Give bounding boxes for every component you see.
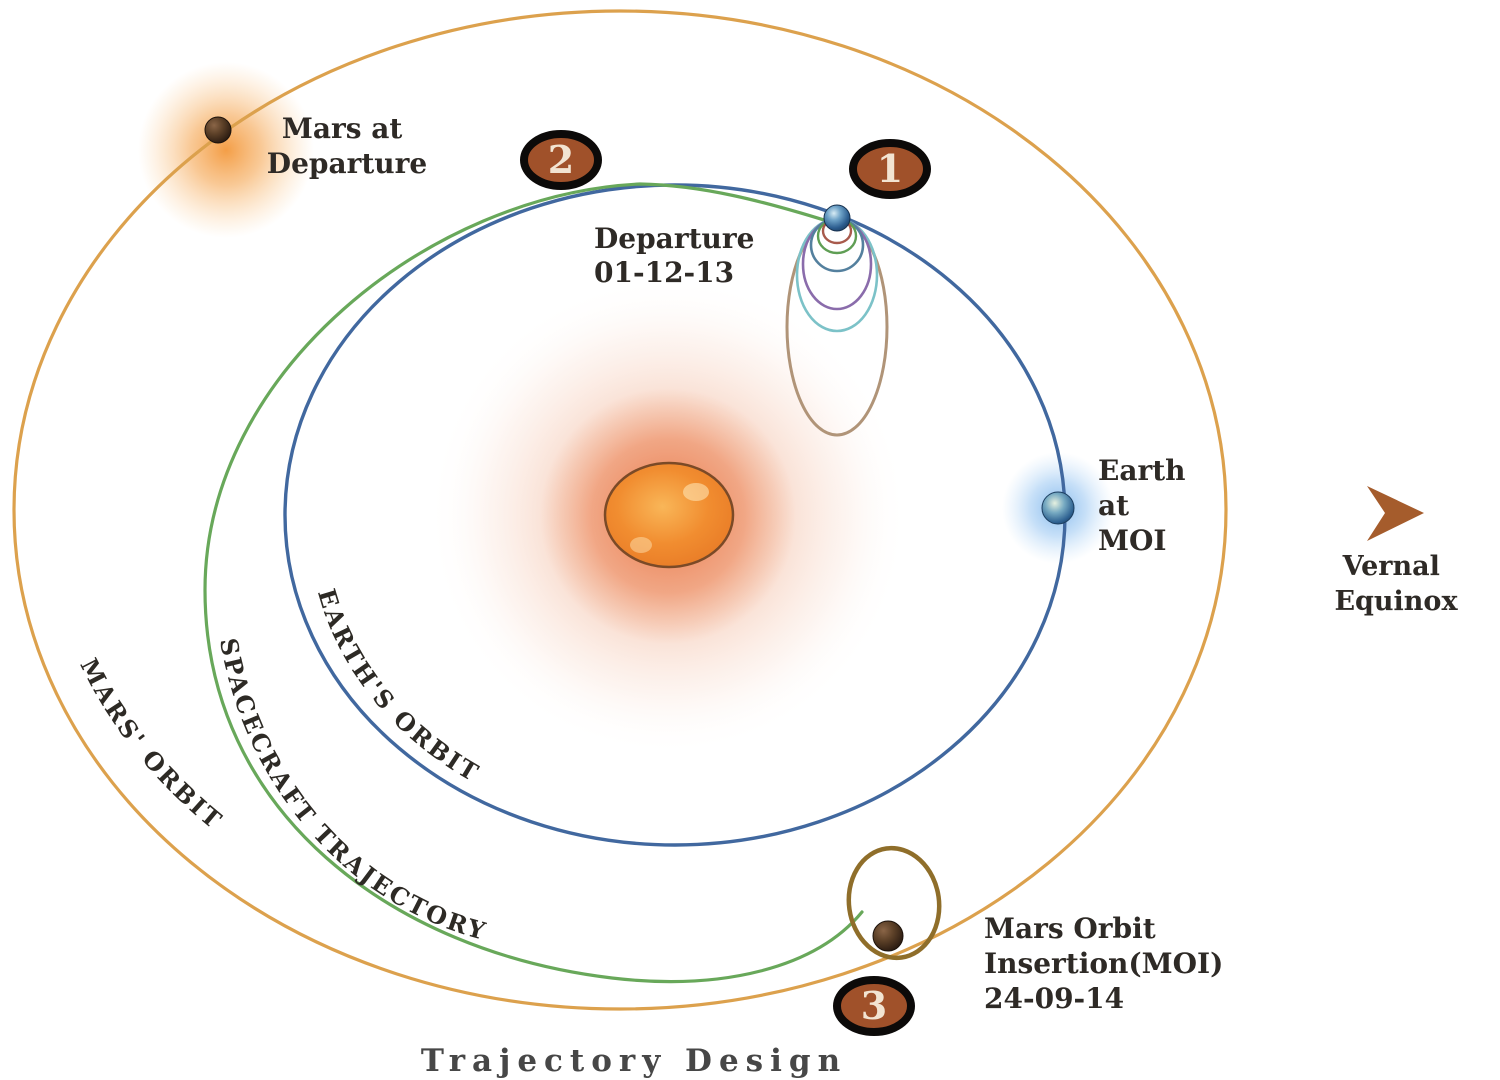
earth-at-moi-label-line1: Earth (1098, 454, 1186, 487)
phase-marker-1-badge (849, 139, 931, 199)
sun-body (603, 461, 735, 569)
mars-orbit-path (12, 9, 1228, 1011)
mars-departure-glow (138, 62, 314, 238)
phase-marker-2: 2 (520, 130, 602, 190)
mars-at-moi-dot (872, 920, 904, 952)
phase-marker-1: 1 (849, 139, 931, 199)
earth-at-departure-dot (823, 204, 851, 232)
vernal-equinox-label-line2: Equinox (1334, 586, 1458, 617)
earth-at-moi-label-line2: at (1098, 489, 1129, 522)
spacecraft-trajectory-curved-label-text: SPACECRAFT TRAJECTORY (214, 636, 488, 946)
mars-at-departure-label: Mars at Departure (267, 112, 427, 180)
mars-at-departure-dot (204, 116, 232, 144)
departure-date-label-line1: Departure (594, 222, 754, 255)
sun-highlight-top (683, 483, 709, 501)
vernal-equinox-arrow-icon (1367, 486, 1424, 541)
earth-at-moi-label: Earth at MOI (1098, 454, 1195, 557)
mars-insertion-ellipse (846, 845, 942, 961)
phase-marker-3: 3 (833, 976, 915, 1036)
phase-marker-2-badge (520, 130, 602, 190)
diagram-title: Trajectory Design (421, 1043, 847, 1079)
earth-at-moi-label-line3: MOI (1098, 524, 1166, 557)
mars-orbit-insertion-label-line3: 24-09-14 (984, 982, 1124, 1015)
phase-marker-3-badge (833, 976, 915, 1036)
phase-marker-1-number: 1 (877, 146, 903, 191)
earth-at-moi-dot (1041, 491, 1075, 525)
sun (603, 461, 735, 569)
spacecraft-trajectory-path (203, 182, 864, 984)
mars-at-departure-label-line1: Mars at (282, 112, 403, 145)
mars-orbit-insertion-label: Mars Orbit Insertion(MOI) 24-09-14 (984, 912, 1233, 1015)
mars-orbit-insertion-label-line1: Mars Orbit (984, 912, 1156, 945)
phase-marker-2-number: 2 (548, 137, 574, 182)
mars-orbit-curved-label: MARS' ORBIT (74, 654, 228, 836)
phase-marker-3-number: 3 (861, 983, 887, 1028)
vernal-equinox-label: Vernal Equinox (1334, 551, 1458, 617)
spacecraft-trajectory-curved-label: SPACECRAFT TRAJECTORY (214, 636, 491, 946)
mars-orbit-curved-label-text: MARS' ORBIT (74, 654, 226, 836)
departure-date-label-line2: 01-12-13 (594, 256, 734, 289)
sun-highlight-bottom (630, 537, 652, 553)
departure-date-label: Departure 01-12-13 (594, 222, 764, 289)
vernal-equinox-label-line1: Vernal (1342, 551, 1440, 582)
mars-at-departure-label-line2: Departure (267, 147, 427, 180)
mars-orbit-insertion-label-line2: Insertion(MOI) (984, 947, 1223, 980)
